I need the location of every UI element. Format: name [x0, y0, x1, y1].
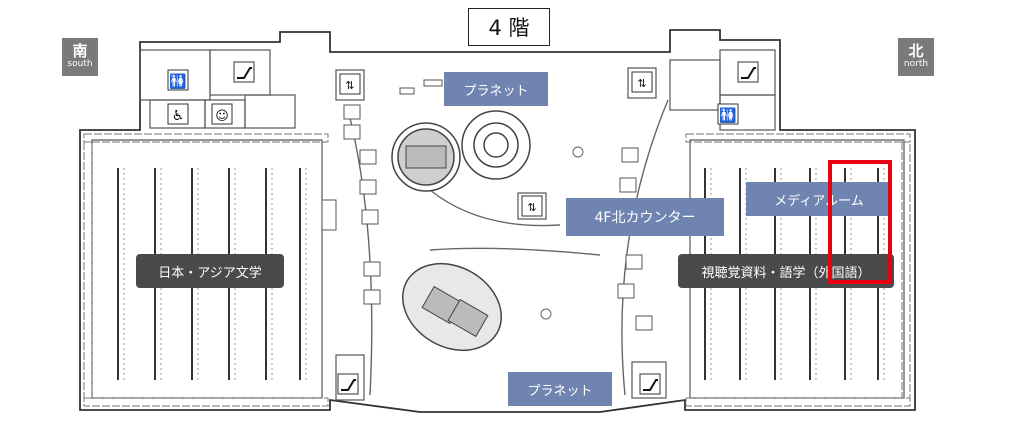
- highlight-box: [828, 160, 892, 284]
- area-planet-top[interactable]: プラネット: [444, 72, 548, 106]
- area-media-room[interactable]: メディアルーム: [746, 182, 892, 216]
- svg-text:🚻: 🚻: [719, 107, 736, 124]
- accessible-restroom-icon: ♿: [167, 103, 189, 125]
- svg-text:☺: ☺: [215, 109, 229, 124]
- compass-south-kanji: 南: [72, 42, 88, 61]
- restroom-icon: 🚻: [717, 103, 739, 125]
- area-planet-bottom[interactable]: プラネット: [508, 372, 612, 406]
- svg-text:⇅: ⇅: [345, 79, 354, 92]
- compass-north-kanji: 北: [908, 42, 924, 61]
- compass-south-english: south: [67, 59, 93, 70]
- compass-north-english: north: [903, 59, 929, 70]
- svg-text:⇅: ⇅: [527, 201, 536, 214]
- escalator-icon: [233, 61, 759, 395]
- compass-north: 北 north: [898, 38, 934, 76]
- baby-care-icon: ☺: [211, 103, 233, 125]
- svg-text:♿: ♿: [172, 108, 185, 124]
- compass-south: 南 south: [62, 38, 98, 76]
- floor-title: 4 階: [468, 8, 550, 46]
- area-japan-asia-literature[interactable]: 日本・アジア文学: [136, 254, 284, 288]
- svg-text:🚻: 🚻: [169, 73, 186, 90]
- area-4f-north-counter[interactable]: 4F北カウンター: [566, 198, 724, 236]
- elevator-icon: ⇅ ⇅ ⇅: [339, 71, 653, 217]
- restroom-icon: 🚻: [167, 69, 189, 91]
- svg-text:⇅: ⇅: [637, 77, 646, 90]
